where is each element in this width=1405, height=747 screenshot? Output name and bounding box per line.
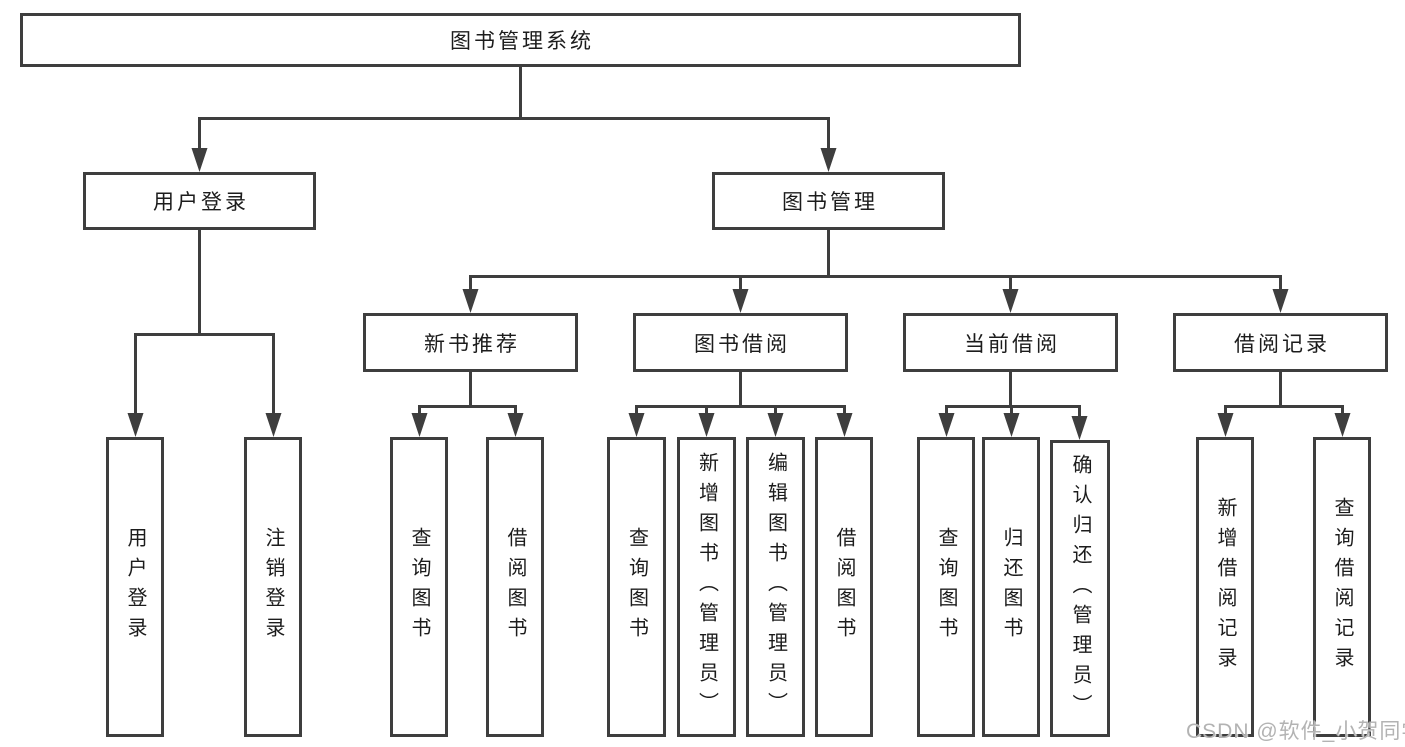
- node-current-borrowing: 当前借阅: [903, 313, 1118, 372]
- leaf-cb-confirm-return-admin: 确认归还（管理员）: [1050, 440, 1110, 737]
- leaf-nb-query-books: 查询图书: [390, 437, 448, 737]
- node-new-book-recommend: 新书推荐: [363, 313, 578, 372]
- node-user-login: 用户登录: [83, 172, 316, 230]
- leaf-br-add-record: 新增借阅记录: [1196, 437, 1254, 737]
- leaf-nb-borrow-books: 借阅图书: [486, 437, 544, 737]
- node-borrowing-records: 借阅记录: [1173, 313, 1388, 372]
- leaf-bb-add-books-admin: 新增图书（管理员）: [677, 437, 736, 737]
- leaf-br-query-record: 查询借阅记录: [1313, 437, 1371, 737]
- leaf-bb-edit-books-admin: 编辑图书（管理员）: [746, 437, 805, 737]
- leaf-logout: 注销登录: [244, 437, 302, 737]
- leaf-cb-return-books: 归还图书: [982, 437, 1040, 737]
- leaf-bb-borrow-books: 借阅图书: [815, 437, 873, 737]
- node-book-management-system: 图书管理系统: [20, 13, 1021, 67]
- node-book-borrowing: 图书借阅: [633, 313, 848, 372]
- leaf-user-login: 用户登录: [106, 437, 164, 737]
- leaf-cb-query-books: 查询图书: [917, 437, 975, 737]
- node-book-management: 图书管理: [712, 172, 945, 230]
- leaf-bb-query-books: 查询图书: [607, 437, 666, 737]
- csdn-watermark: CSDN @软件_小贺同学: [1186, 720, 1405, 743]
